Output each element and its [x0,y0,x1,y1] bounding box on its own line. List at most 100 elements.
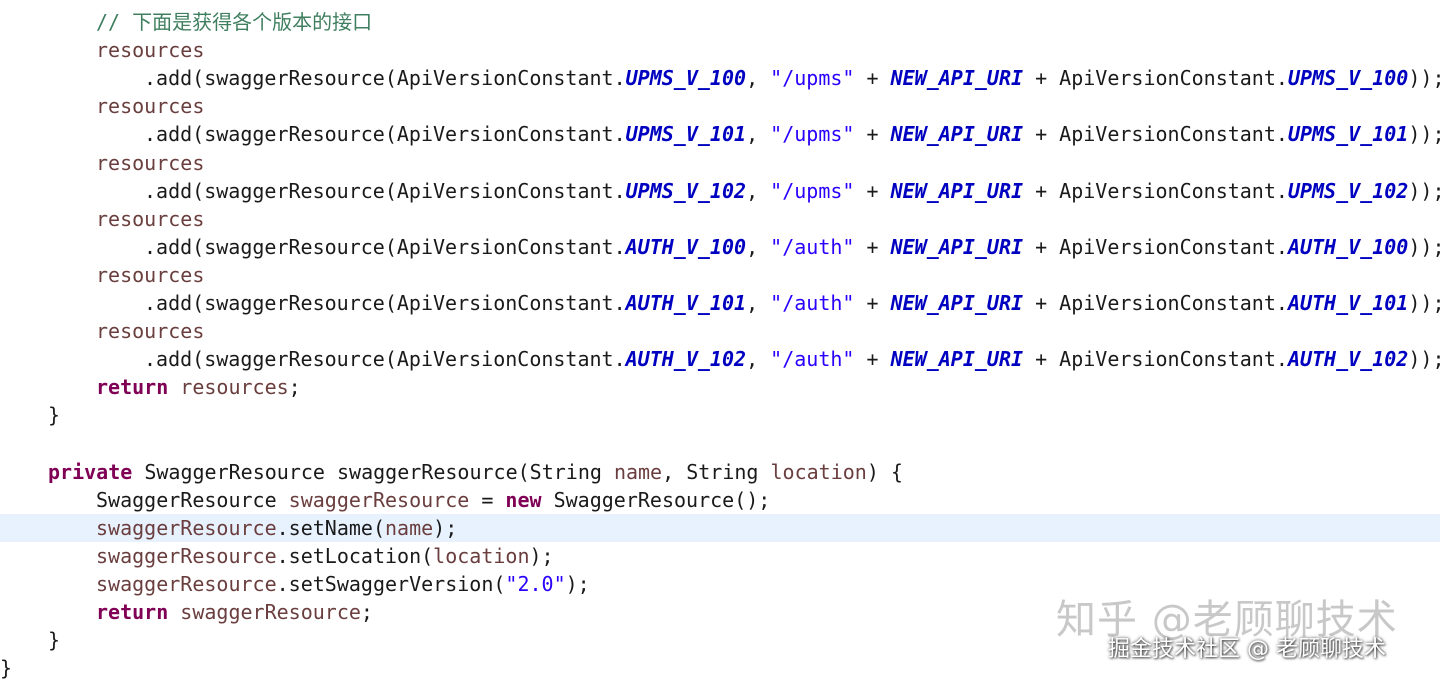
code-token-plain: , [746,66,771,91]
code-line-content: return resources; [0,373,301,401]
code-token-plain: .add(swaggerResource(ApiVersionConstant. [144,347,626,372]
code-token-field: AUTH_V_101 [1287,291,1409,315]
code-line-content: resources [0,205,204,233]
code-token-keyword: private [48,459,133,484]
code-line[interactable]: resources [0,149,1440,177]
code-token-field: UPMS_V_102 [1287,178,1409,203]
code-token-var: resources [96,262,205,287]
code-token-plain: .add(swaggerResource(ApiVersionConstant. [144,122,626,147]
code-line-content: .add(swaggerResource(ApiVersionConstant.… [0,64,1440,92]
code-token-plain: .add(swaggerResource(ApiVersionConstant. [144,66,626,91]
code-token-plain: ); [433,515,458,540]
code-line[interactable]: .add(swaggerResource(ApiVersionConstant.… [0,345,1440,373]
code-token-var: resources [96,38,205,63]
code-line[interactable]: resources [0,261,1440,289]
code-line[interactable] [0,430,1440,458]
code-token-field: AUTH_V_101 [625,291,747,315]
code-line-content: .add(swaggerResource(ApiVersionConstant.… [0,233,1440,261]
code-line[interactable]: .add(swaggerResource(ApiVersionConstant.… [0,64,1440,92]
code-token-plain: + [854,234,891,259]
code-line-content: resources [0,261,204,289]
code-line-content: } [0,654,12,682]
code-line[interactable]: .add(swaggerResource(ApiVersionConstant.… [0,177,1440,205]
code-token-plain: } [48,628,61,653]
code-token-plain: + [854,178,891,203]
code-line[interactable]: resources [0,205,1440,233]
code-line[interactable]: swaggerResource.setLocation(location); [0,542,1440,570]
code-token-plain: + [854,66,891,91]
code-line-content: swaggerResource.setLocation(location); [0,542,554,570]
code-token-field: NEW_API_URI [890,122,1024,147]
code-line[interactable]: resources [0,92,1440,120]
code-line-content: private SwaggerResource swaggerResource(… [0,458,903,486]
code-token-field: UPMS_V_100 [625,66,747,91]
code-token-field: AUTH_V_100 [1287,234,1409,259]
code-line-content: .add(swaggerResource(ApiVersionConstant.… [0,289,1440,317]
code-line[interactable]: resources [0,317,1440,345]
code-token-string: "/auth" [770,234,855,259]
code-token-plain: ); [565,572,590,596]
code-token-plain: } [0,656,13,681]
code-line-content: resources [0,36,204,64]
code-line[interactable]: .add(swaggerResource(ApiVersionConstant.… [0,120,1440,148]
code-line[interactable]: .add(swaggerResource(ApiVersionConstant.… [0,289,1440,317]
code-token-var: swaggerResource [288,487,470,512]
code-token-field: UPMS_V_102 [625,178,747,203]
code-line[interactable]: .add(swaggerResource(ApiVersionConstant.… [0,233,1440,261]
code-token-var: name [613,459,663,484]
code-token-plain: ); [529,543,554,568]
code-token-field: UPMS_V_100 [1287,66,1409,91]
code-token-plain: .add(swaggerResource(ApiVersionConstant. [144,291,626,315]
code-token-string: "/upms" [770,66,855,91]
code-line[interactable]: } [0,654,1440,682]
code-line[interactable]: swaggerResource.setName(name); [0,513,1440,542]
code-line[interactable]: SwaggerResource swaggerResource = new Sw… [0,486,1440,514]
code-token-plain: } [48,403,61,428]
code-token-var: location [433,543,530,568]
code-token-plain: )); [1408,122,1440,147]
code-token-plain: + [854,347,891,372]
code-token-field: NEW_API_URI [890,291,1024,315]
code-token-plain: .add(swaggerResource(ApiVersionConstant. [144,234,626,259]
code-token-field: AUTH_V_100 [625,234,747,259]
code-line[interactable]: // 下面是获得各个版本的接口 [0,8,1440,36]
code-line-content: return swaggerResource; [0,598,373,626]
code-line[interactable]: return resources; [0,373,1440,401]
code-token-field: NEW_API_URI [890,234,1024,259]
code-line[interactable]: } [0,401,1440,429]
code-line[interactable]: resources [0,36,1440,64]
code-line-content: resources [0,317,204,345]
code-token-field: UPMS_V_101 [625,122,747,147]
code-token-var: resources [96,150,205,175]
code-token-plain: , [746,178,771,203]
code-line-content: swaggerResource.setName(name); [0,514,457,542]
code-token-field: UPMS_V_101 [1287,122,1409,147]
code-token-plain: + ApiVersionConstant. [1023,66,1288,91]
code-token-var: swaggerResource [96,572,277,596]
code-line-content: .add(swaggerResource(ApiVersionConstant.… [0,120,1440,148]
code-line[interactable]: private SwaggerResource swaggerResource(… [0,458,1440,486]
code-token-field: NEW_API_URI [890,347,1024,372]
code-token-field: AUTH_V_102 [1287,347,1409,372]
code-token-plain: ; [288,375,301,400]
code-token-field: NEW_API_URI [890,66,1024,91]
code-line[interactable]: } [0,626,1440,654]
code-token-plain: .setName( [276,515,385,540]
code-token-plain: + ApiVersionConstant. [1023,234,1288,259]
code-token-field: AUTH_V_102 [625,347,747,372]
code-token-plain: + ApiVersionConstant. [1023,347,1288,372]
code-line[interactable]: swaggerResource.setSwaggerVersion("2.0")… [0,570,1440,598]
code-token-comment: // 下面是获得各个版本的接口 [96,10,373,34]
code-token-var: resources [96,94,205,119]
code-line[interactable]: return swaggerResource; [0,598,1440,626]
code-line-content: swaggerResource.setSwaggerVersion("2.0")… [0,570,590,598]
zhihu-watermark: 知乎 @老顾聊技术 [1056,597,1398,643]
code-line-content: .add(swaggerResource(ApiVersionConstant.… [0,177,1440,205]
code-token-plain: )); [1408,234,1440,259]
code-token-var: swaggerResource [96,543,277,568]
code-token-keyword: new [505,487,542,512]
code-line-content: } [0,401,60,429]
code-token-plain: + [854,122,891,147]
code-token-plain: )); [1408,178,1440,203]
